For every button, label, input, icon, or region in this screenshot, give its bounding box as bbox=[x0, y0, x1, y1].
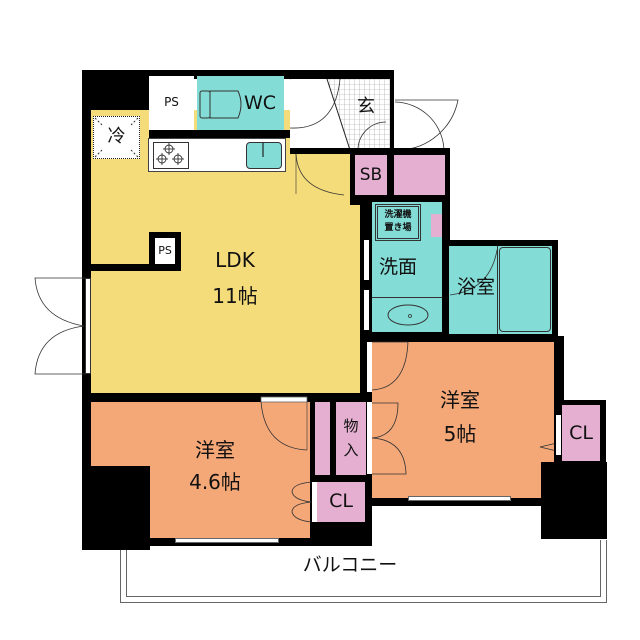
toilet-label: WC bbox=[243, 92, 277, 114]
closet-1-door bbox=[312, 482, 317, 522]
wash-basin-counter bbox=[372, 297, 442, 332]
storage-label-1: 物 bbox=[343, 417, 359, 435]
bathroom-label: 浴室 bbox=[456, 276, 495, 298]
washing-machine-label-1: 洗濯機 bbox=[384, 210, 412, 220]
western-room-2-name: 洋室 bbox=[440, 388, 480, 412]
pipe-space-1-label: PS bbox=[164, 95, 179, 109]
storage-label-2: 入 bbox=[343, 441, 359, 459]
western-room-2-size: 5帖 bbox=[443, 422, 477, 446]
ldk-window-right-2 bbox=[364, 290, 369, 330]
storage-room bbox=[336, 402, 366, 475]
washing-machine-space bbox=[375, 204, 421, 241]
balcony-label: バルコニー bbox=[302, 554, 398, 576]
storage-side bbox=[315, 402, 330, 475]
washroom-label: 洗面 bbox=[378, 256, 417, 278]
wall-top bbox=[82, 70, 392, 79]
wall-corner-block-left bbox=[82, 466, 150, 550]
wall-wc-bottom bbox=[149, 130, 290, 138]
bathtub bbox=[499, 247, 551, 332]
pipe-space-2 bbox=[155, 238, 175, 264]
ldk-name: LDK bbox=[215, 248, 255, 272]
entrance-label: 玄 bbox=[357, 96, 375, 117]
bath-divider bbox=[497, 246, 498, 334]
ldk-window-right bbox=[364, 240, 369, 280]
western-room-1-size: 4.6帖 bbox=[189, 470, 241, 494]
pipe-space-1 bbox=[149, 76, 194, 130]
washing-machine-label-2: 置き場 bbox=[384, 223, 412, 233]
refrigerator-label: 冷 bbox=[107, 126, 126, 147]
shoe-box bbox=[355, 155, 387, 195]
western-room-2 bbox=[372, 342, 554, 498]
western-room-1-name: 洋室 bbox=[195, 438, 235, 462]
kitchen-sink bbox=[246, 142, 282, 169]
shoe-box-label: SB bbox=[359, 165, 383, 185]
closet-2-door bbox=[556, 415, 561, 455]
small-storage bbox=[431, 214, 442, 237]
wall-entrance-top bbox=[290, 70, 394, 79]
balcony bbox=[120, 540, 607, 603]
wall-corner-block-right bbox=[541, 462, 607, 539]
storage-top bbox=[394, 155, 445, 195]
ldk-upper bbox=[290, 150, 350, 200]
wall-ldk-bottom bbox=[82, 393, 372, 402]
balcony-inner-rail bbox=[126, 540, 601, 597]
closet-2-label: CL bbox=[569, 422, 593, 444]
window-western2 bbox=[408, 496, 511, 501]
pipe-space-2-label: PS bbox=[158, 244, 172, 257]
ldk-size: 11帖 bbox=[212, 284, 258, 308]
ldk-window-left bbox=[85, 278, 91, 374]
wall-ps-horizontal bbox=[91, 264, 161, 271]
closet-1 bbox=[317, 482, 365, 522]
window-western1 bbox=[175, 538, 279, 543]
closet-1-label: CL bbox=[329, 490, 353, 512]
closet-2 bbox=[562, 405, 600, 461]
stove bbox=[153, 142, 189, 169]
